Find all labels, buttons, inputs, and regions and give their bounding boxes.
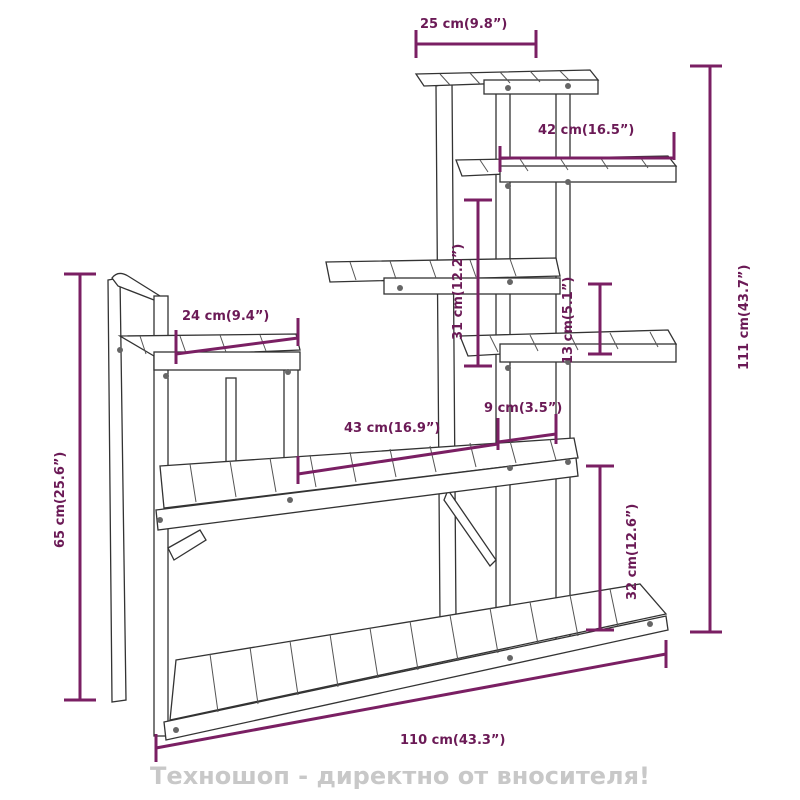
- dim-right-short-label: 13 cm(5.1”): [561, 277, 576, 364]
- middle-shelf-slats: [189, 438, 557, 503]
- screws: [117, 83, 653, 733]
- dim-middle-depth-label: 9 cm(3.5”): [484, 401, 562, 416]
- dim-shelf2-width-label: 42 cm(16.5”): [538, 123, 634, 138]
- bottom-shelf-slats: [209, 588, 619, 713]
- watermark-text: Техношоп - директно от вносителя!: [150, 762, 650, 790]
- dim-left-top-width-label: 24 cm(9.4”): [182, 309, 269, 324]
- shelf-3-slats: [349, 258, 517, 281]
- plant-stand-drawing: [107, 69, 678, 741]
- dim-middle-width-label: 43 cm(16.9”): [344, 421, 440, 436]
- dimension-lines: [64, 30, 722, 762]
- dim-total-height-label: 111 cm(43.7”): [737, 265, 752, 370]
- shelf-4-slats: [489, 331, 659, 353]
- top-shelf-slats: [439, 70, 571, 86]
- dim-top-width-label: 25 cm(9.8”): [420, 17, 507, 32]
- dim-shelf3-spacing-label: 31 cm(12.2”): [451, 244, 466, 340]
- dim-total-width-label: 110 cm(43.3”): [400, 733, 505, 748]
- dim-left-height-label: 65 cm(25.6”): [53, 452, 68, 548]
- dim-bottom-gap-label: 32 cm(12.6”): [625, 504, 640, 600]
